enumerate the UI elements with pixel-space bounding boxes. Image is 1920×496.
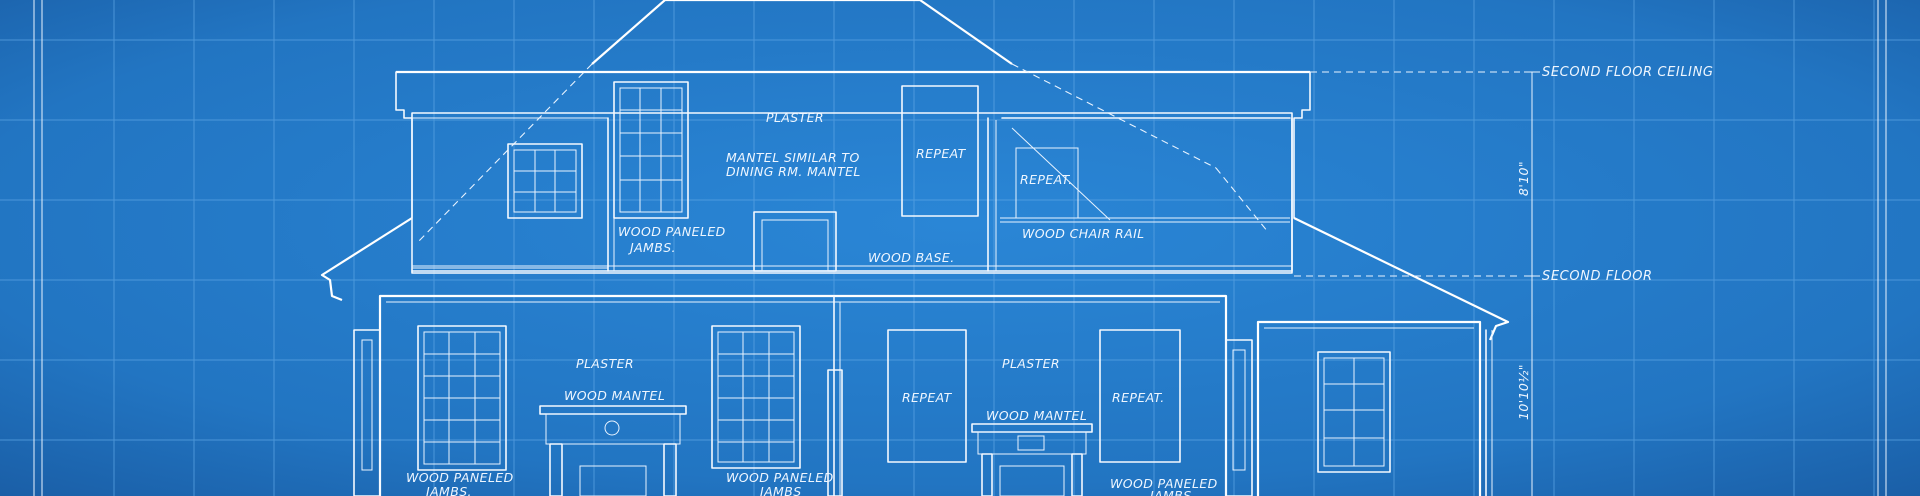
roof-outline [320, 0, 1510, 341]
label-dim-upper: 8'10" [1516, 161, 1531, 196]
label-wood-paneled-lower-mid-1: WOOD PANELED [726, 470, 834, 485]
window-upper-tall [613, 81, 689, 219]
label-mantel-line1: MANTEL SIMILAR TO [726, 150, 860, 165]
label-wood-paneled-lower-right-2: JAMBS [1147, 488, 1192, 496]
upper-repeat-panel [901, 85, 979, 217]
label-mantel-line2: DINING RM. MANTEL [726, 164, 861, 179]
label-repeat-upper-2: REPEAT. [1020, 172, 1073, 187]
label-wood-paneled-lower-mid-2: JAMBS [757, 484, 802, 496]
upper-fireplace [753, 211, 837, 272]
label-wood-paneled-upper-2: JAMBS. [627, 240, 676, 255]
ground-floor-walls [353, 294, 1493, 496]
ground-mantel-right [971, 423, 1093, 496]
label-second-floor: SECOND FLOOR [1542, 269, 1653, 284]
sheet-border [33, 0, 1887, 496]
label-repeat-upper-1: REPEAT [916, 146, 967, 161]
roof-hidden-lines [415, 63, 1520, 277]
upper-right-panel [1011, 127, 1111, 221]
upper-room [411, 112, 1293, 274]
dimension-line [1524, 71, 1540, 496]
label-wood-base: WOOD BASE. [868, 250, 955, 265]
label-second-floor-ceiling: SECOND FLOOR CEILING [1542, 65, 1714, 80]
label-plaster-upper: PLASTER [766, 110, 824, 125]
window-ground-1 [417, 325, 507, 471]
window-ground-3 [1317, 351, 1391, 473]
label-plaster-lower-right: PLASTER [1002, 356, 1060, 371]
label-wood-mantel-left: WOOD MANTEL [564, 388, 665, 403]
label-plaster-lower-left: PLASTER [576, 356, 634, 371]
ground-repeat-panels [887, 329, 1181, 463]
window-ground-2 [711, 325, 801, 469]
label-wood-paneled-lower-left-1: WOOD PANELED [406, 470, 514, 485]
label-repeat-lower-1: REPEAT [902, 390, 953, 405]
label-repeat-lower-2: REPEAT. [1112, 390, 1165, 405]
ground-mantel-left [539, 405, 687, 496]
label-wood-paneled-lower-right-1: WOOD PANELED [1110, 476, 1218, 491]
window-upper-small [507, 143, 583, 219]
label-wood-paneled-upper-1: WOOD PANELED [618, 224, 726, 239]
label-wood-chair-rail: WOOD CHAIR RAIL [1022, 226, 1145, 241]
label-wood-mantel-right: WOOD MANTEL [986, 408, 1087, 423]
label-dim-lower: 10'10½" [1516, 364, 1531, 420]
label-wood-paneled-lower-left-2: JAMBS. [423, 484, 472, 496]
